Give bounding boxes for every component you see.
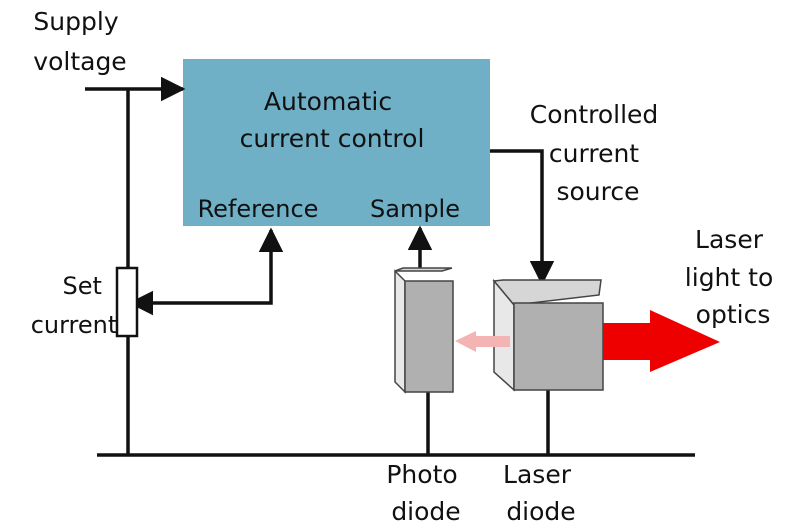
reference-line: [128, 227, 284, 316]
sample-label: Sample: [370, 195, 460, 223]
supply-voltage-label: Supply voltage: [33, 7, 126, 76]
laser-output-label: Laser light to optics: [685, 225, 781, 329]
photo-diode-block: [394, 267, 454, 394]
control-box-label: Automatic current control: [240, 87, 425, 153]
control-box: [183, 59, 490, 226]
photo-diode-label: Photo diode: [386, 460, 465, 526]
controlled-current-source-label: Controlled current source: [530, 100, 667, 206]
laser-diode-block: [492, 278, 604, 392]
controlled-current-line: [490, 149, 555, 286]
feedback-light-arrow: [455, 331, 510, 352]
set-current-resistor: [115, 266, 139, 338]
reference-label: Reference: [198, 195, 319, 223]
laser-diode-label: Laser diode: [503, 460, 579, 526]
laser-output-arrow: [603, 310, 720, 372]
set-current-label: Set current: [31, 272, 118, 339]
